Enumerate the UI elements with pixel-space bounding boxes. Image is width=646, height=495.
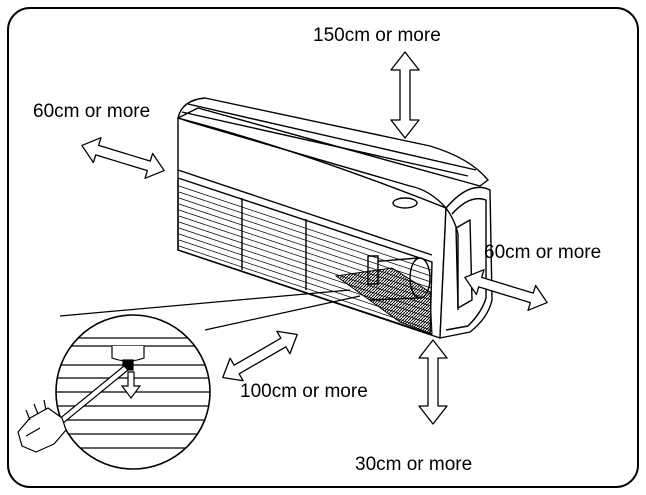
double-arrow-icon bbox=[222, 330, 298, 382]
double-arrow-icon bbox=[464, 269, 548, 311]
hand-icon bbox=[17, 399, 67, 453]
label-right-clearance: 60cm or more bbox=[484, 242, 601, 263]
double-arrow-icon bbox=[81, 137, 165, 179]
label-bottom-clearance: 30cm or more bbox=[355, 454, 472, 475]
label-top-clearance: 150cm or more bbox=[313, 25, 441, 46]
double-arrow-icon bbox=[390, 51, 420, 139]
label-left-clearance: 60cm or more bbox=[33, 101, 150, 122]
grille-slats bbox=[178, 185, 432, 331]
label-front-clearance: 100cm or more bbox=[240, 381, 368, 402]
shaded-region bbox=[334, 267, 433, 335]
double-arrow-icon bbox=[418, 339, 448, 425]
zoom-connector-lines bbox=[59, 289, 361, 331]
magnifier-circle-icon bbox=[55, 314, 211, 470]
